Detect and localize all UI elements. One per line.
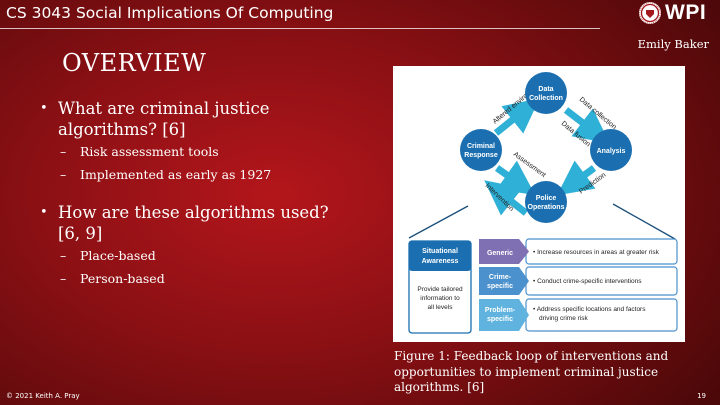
svg-text:Crime-specific: Crime-specific [487,274,513,290]
title-divider [0,28,600,29]
arrow-response-to-operations [494,160,536,196]
wpi-seal-icon [639,2,661,24]
wpi-wordmark: WPI [665,1,707,24]
svg-text:Problem-specific: Problem-specific [485,307,516,323]
bullet-item: How are these algorithms used? [6, 9] [40,202,340,244]
arrow-response-to-collection [493,98,540,136]
bullet-list: What are criminal justice algorithms? [6… [40,98,340,290]
tier-row-problem-specific: Problem-specific • Address specific loca… [479,298,678,332]
funnel-line-right [612,203,676,240]
bullet-item: What are criminal justice algorithms? [6… [40,98,340,140]
author-name: Emily Baker [637,37,709,51]
feedback-loop-diagram: Altered environment Data collection Data… [408,72,678,334]
tier-row-generic: Generic • Increase resources in areas at… [479,238,678,265]
slide-heading: OVERVIEW [62,49,207,77]
tier-crime-desc: • Conduct crime-specific interventions [533,278,642,285]
figure-image: Altered environment Data collection Data… [393,66,685,342]
node-analysis: Analysis [590,129,632,171]
title-bar: CS 3043 Social Implications Of Computing… [0,0,720,28]
arrow-analysis-to-operations [556,160,597,196]
course-title: CS 3043 Social Implications Of Computing [6,4,334,22]
sub-bullet-item: Place-based [40,244,340,267]
tier-problem-desc: • Address specific locations and factors… [533,306,646,322]
figure-caption: Figure 1: Feedback loop of interventions… [394,349,669,394]
svg-text:Generic: Generic [487,250,513,257]
svg-text:Analysis: Analysis [597,148,626,155]
arrow-operations-to-response [484,180,529,216]
arrow-collection-to-analysis [563,107,610,144]
wpi-logo: WPI [638,1,706,25]
sub-bullet-item: Person-based [40,267,340,290]
sub-bullet-item: Risk assessment tools [40,140,340,163]
tier-row-crime-specific: Crime-specific • Conduct crime-specific … [479,266,678,296]
sub-bullet-item: Implemented as early as 1927 [40,163,340,186]
page-number: 19 [697,392,706,400]
copyright-notice: © 2021 Keith A. Pray [6,392,80,400]
funnel-line-left [408,205,469,239]
edge-label-assessment: Assessment [512,151,547,179]
tier-generic-desc: • Increase resources in areas at greater… [533,249,660,256]
